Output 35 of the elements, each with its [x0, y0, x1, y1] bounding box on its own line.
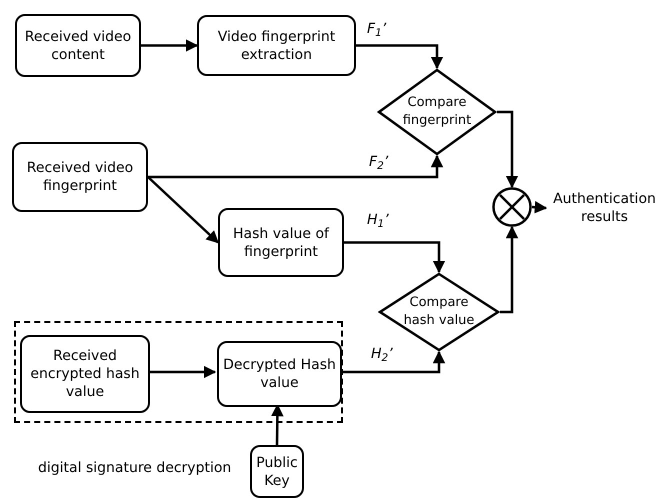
dashed-group-box	[14, 321, 343, 423]
multiplier-circle	[492, 187, 532, 227]
arrow	[344, 241, 446, 274]
node-text: Hash value of fingerprint	[232, 224, 330, 260]
process-box	[197, 15, 356, 76]
edge-label: H$_{1}$’	[366, 211, 390, 229]
edge-label: F$_{2}$’	[368, 153, 390, 171]
node-text: Compare fingerprint	[402, 94, 472, 130]
node-text: Compare hash value	[402, 294, 476, 330]
process-box	[218, 208, 344, 277]
arrow	[148, 154, 444, 178]
arrow	[148, 366, 216, 378]
arrow	[141, 39, 198, 52]
node-text: Received encrypted hash value	[29, 347, 141, 401]
arrow	[147, 176, 219, 244]
process-box	[20, 335, 150, 413]
node-text: Public Key	[255, 454, 299, 490]
arrow	[532, 200, 548, 214]
decision-diamond	[377, 68, 497, 156]
arrow	[500, 226, 518, 314]
arrow	[340, 350, 446, 374]
arrow	[356, 44, 444, 70]
output-text: Authentication results	[546, 186, 663, 230]
edge-label: F$_{1}$’	[366, 20, 388, 38]
process-box	[217, 341, 342, 407]
node-text: Video fingerprint extraction	[216, 28, 336, 64]
annotation-text: digital signature decryption	[38, 459, 232, 478]
node-text: Received video content	[24, 28, 132, 64]
edge-label: H$_{2}$’	[370, 345, 394, 363]
arrow	[497, 110, 518, 188]
process-box	[12, 142, 148, 212]
node-text: Received video fingerprint	[26, 159, 134, 195]
process-box	[15, 14, 141, 77]
process-box	[250, 445, 304, 498]
node-text: Decrypted Hash value	[222, 356, 337, 392]
